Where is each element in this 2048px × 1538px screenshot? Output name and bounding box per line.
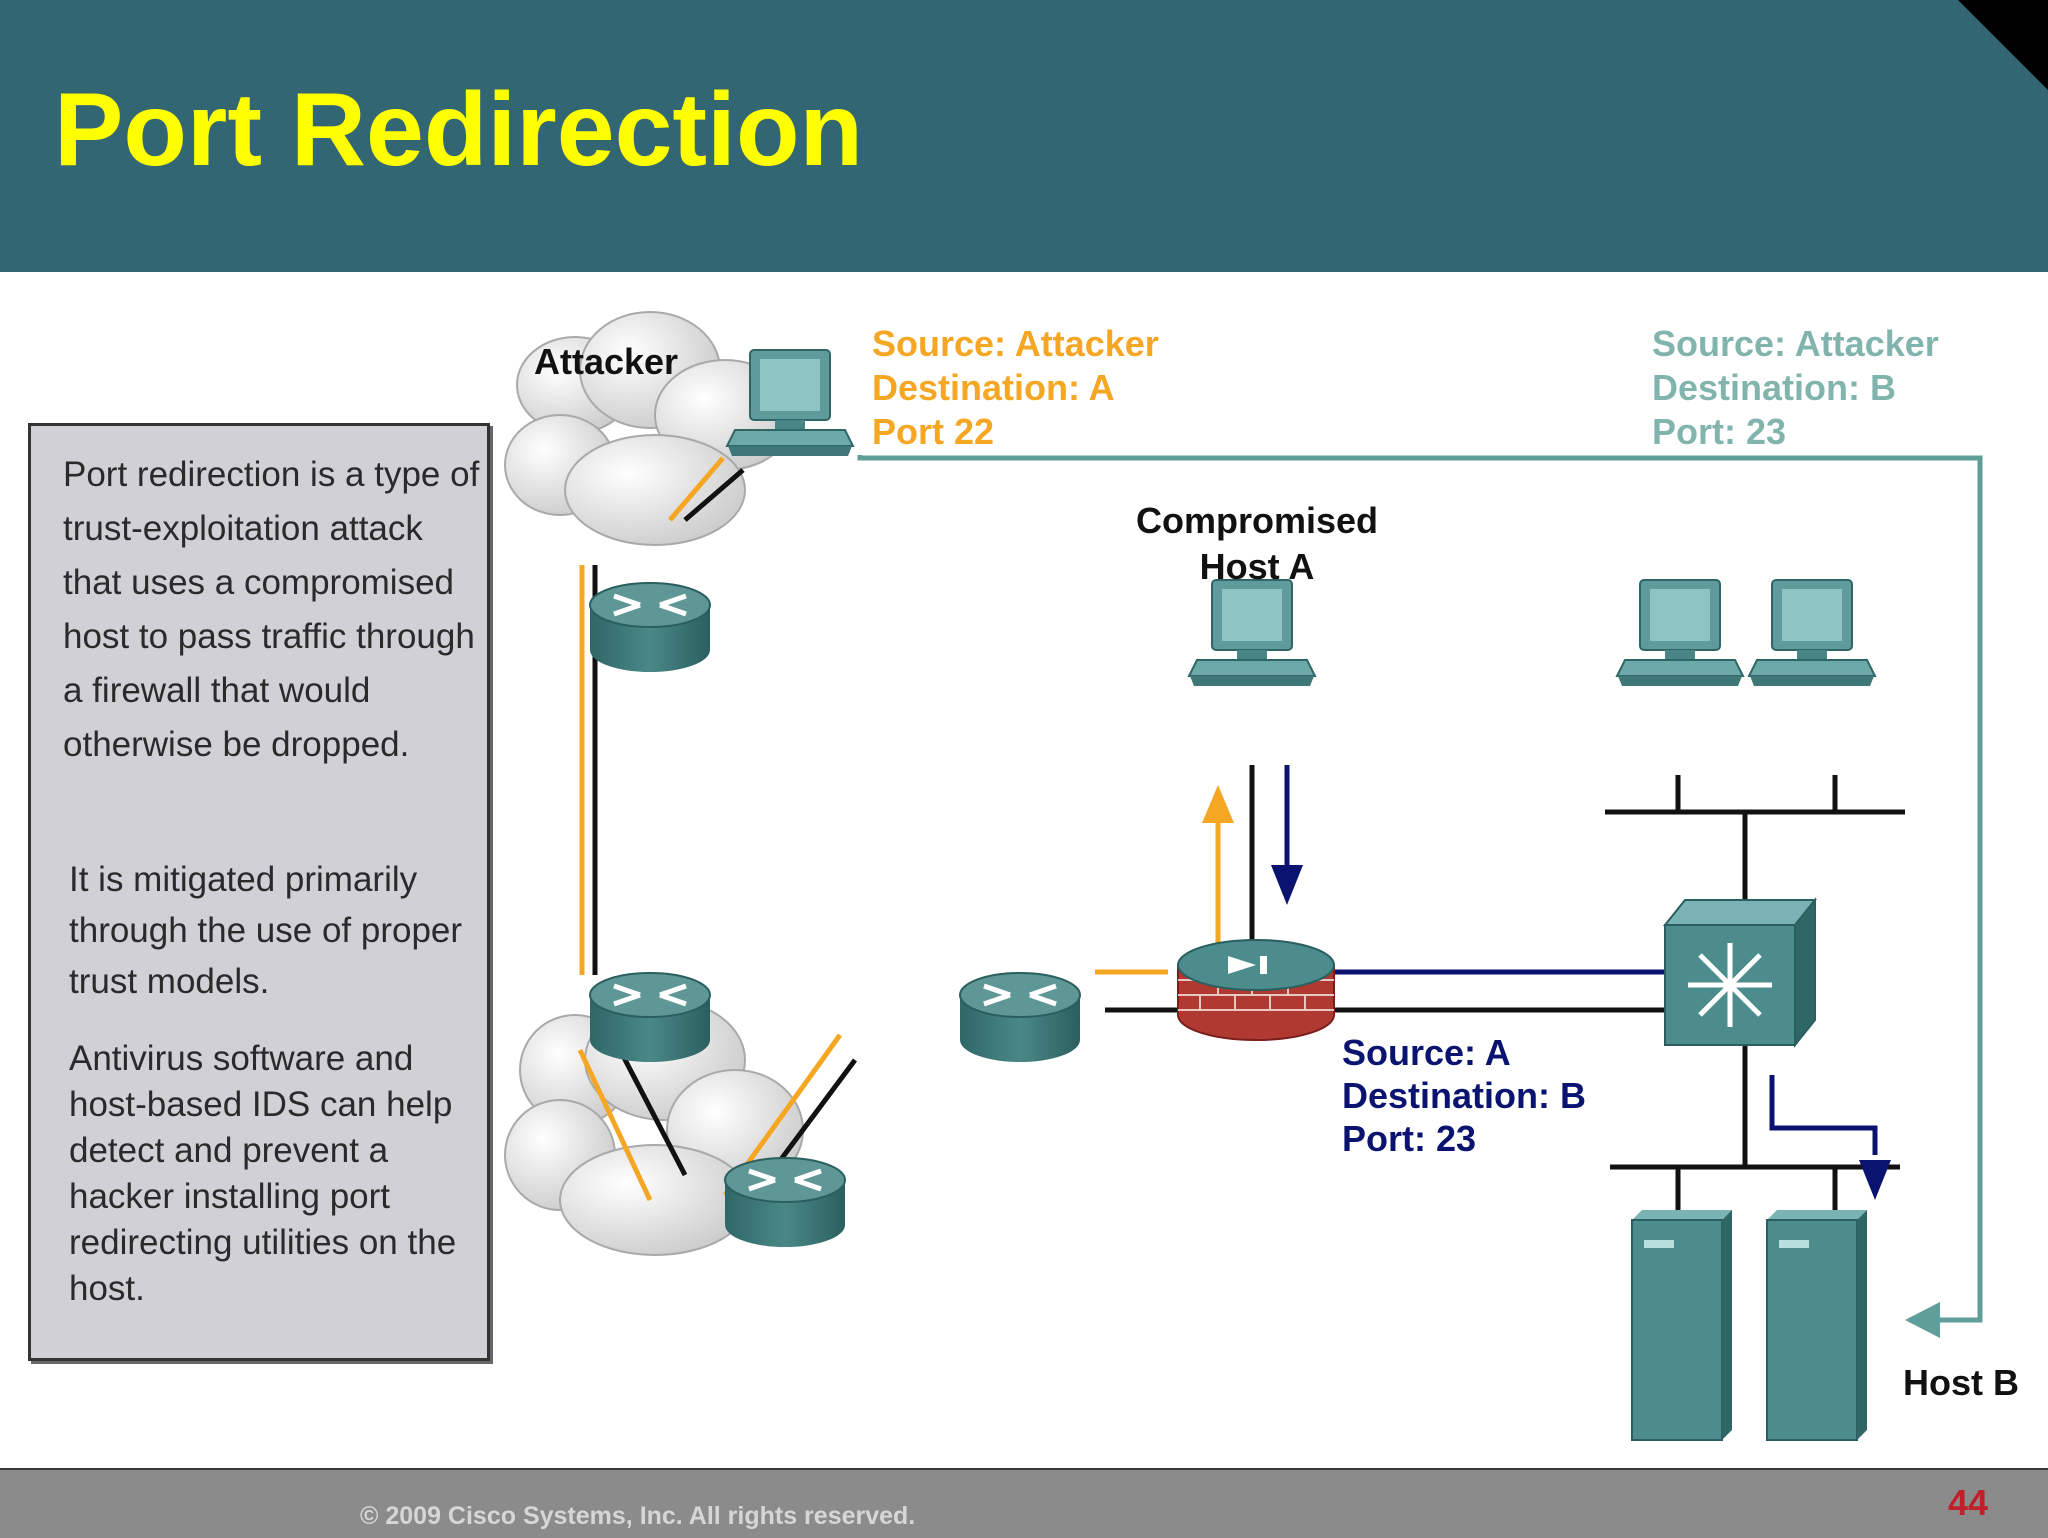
network-diagram: Attacker Compromised Host A Host B Sourc… <box>504 311 2019 1441</box>
downward-navy-arrow-host-b <box>1859 1160 1891 1200</box>
layer3-switch-icon <box>1662 897 1818 1048</box>
downward-navy-arrow-host-a <box>1271 865 1303 905</box>
flow-attacker-b-source: Source: Attacker <box>1652 323 1939 364</box>
lan-computer-icon-left <box>1616 579 1744 687</box>
host-b-label: Host B <box>1903 1362 2019 1403</box>
compromised-host-label-line2: Host A <box>1200 546 1315 587</box>
slide-title: Port Redirection <box>54 72 863 188</box>
flow-a-b-port: Port: 23 <box>1342 1118 1476 1159</box>
description-paragraph-3: Antivirus software and host-based IDS ca… <box>69 1039 457 1308</box>
page-number: 44 <box>1947 1482 1988 1523</box>
firewall-icon <box>1177 939 1335 1041</box>
compromised-host-label-line1: Compromised <box>1136 500 1378 541</box>
flow-a-b-source: Source: A <box>1342 1032 1511 1073</box>
slide-footer: © 2009 Cisco Systems, Inc. All rights re… <box>0 1468 2048 1538</box>
attacker-label: Attacker <box>534 341 678 382</box>
router-icon-top <box>590 583 710 672</box>
cloud-icon-top <box>504 311 796 546</box>
router-icon-bottom <box>725 1158 845 1247</box>
description-paragraph-1: Port redirection is a type of trust-expl… <box>63 455 480 764</box>
upward-orange-arrow <box>1202 785 1234 823</box>
compromised-host-computer-icon <box>1188 579 1316 687</box>
description-box: Port redirection is a type of trust-expl… <box>28 423 490 1361</box>
flow-attacker-a-destination: Destination: A <box>872 367 1115 408</box>
flow-attacker-a-source: Source: Attacker <box>872 323 1159 364</box>
router-icon-center <box>960 973 1080 1062</box>
lan-computer-icon-right <box>1748 579 1876 687</box>
header-corner-decoration <box>1958 0 2048 90</box>
flow-a-b-destination: Destination: B <box>1342 1075 1586 1116</box>
flow-attacker-b-port: Port: 23 <box>1652 411 1786 452</box>
copyright-notice: © 2009 Cisco Systems, Inc. All rights re… <box>360 1502 916 1530</box>
teal-arrow-to-host-b <box>1905 1302 1940 1338</box>
description-paragraph-2: It is mitigated primarily through the us… <box>69 860 463 1001</box>
server-icon-left <box>1631 1209 1733 1441</box>
flow-attacker-a-port: Port 22 <box>872 411 994 452</box>
slide-header: Port Redirection <box>0 0 2048 272</box>
flow-attacker-b-destination: Destination: B <box>1652 367 1896 408</box>
router-icon-left <box>590 973 710 1062</box>
host-b-server-icon <box>1766 1209 1868 1441</box>
